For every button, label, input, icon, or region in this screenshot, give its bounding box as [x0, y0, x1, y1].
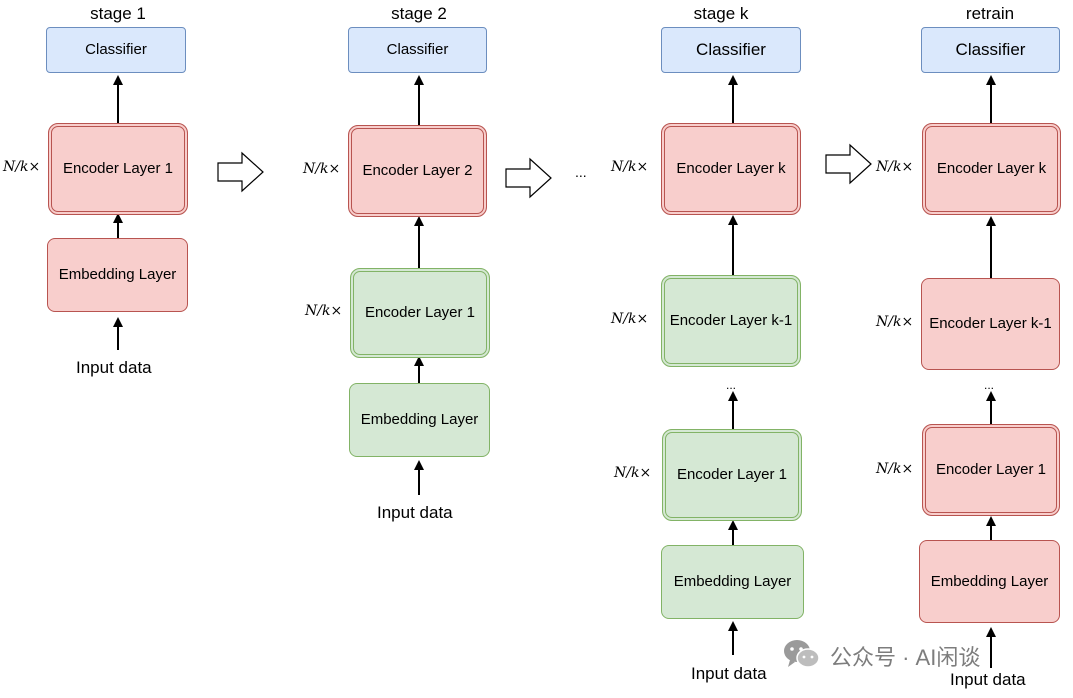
encoder-layer-2-stage-2: Encoder Layer 2	[348, 125, 487, 217]
encoder-layer-1-retrain: Encoder Layer 1	[922, 424, 1060, 516]
embedding-layer-stage-k: Embedding Layer	[661, 545, 804, 619]
retrain-title: retrain	[965, 4, 1015, 23]
wechat-icon	[784, 640, 820, 668]
classifier-stage-k: Classifier	[661, 27, 801, 73]
embedding-layer-stage-2: Embedding Layer	[349, 383, 490, 457]
encoder-layer-k-minus-1-stage-k: Encoder Layer k-1	[661, 275, 801, 367]
input-data-label: Input data	[377, 503, 453, 522]
encoder-layer-k-minus-1-retrain: Encoder Layer k-1	[921, 278, 1060, 370]
repeat-label: N/k×	[876, 314, 914, 330]
encoder-layer-k-stage-k: Encoder Layer k	[661, 123, 801, 215]
transition-arrow-1	[217, 151, 264, 193]
embedding-layer-retrain: Embedding Layer	[919, 540, 1060, 623]
encoder-layer-1-stage-k: Encoder Layer 1	[662, 429, 802, 521]
repeat-label: N/k×	[305, 303, 343, 319]
transition-arrow-2	[505, 157, 552, 199]
stage-2-title: stage 2	[391, 4, 447, 23]
repeat-label: N/k×	[614, 465, 652, 481]
stage-ellipsis: ...	[575, 164, 587, 180]
repeat-label: N/k×	[611, 311, 649, 327]
classifier-stage-1: Classifier	[46, 27, 186, 73]
encoder-layer-1-stage-2: Encoder Layer 1	[350, 268, 490, 358]
stage-1-title: stage 1	[90, 4, 146, 23]
repeat-label: N/k×	[876, 461, 914, 477]
input-data-label: Input data	[950, 670, 1026, 689]
repeat-label: N/k×	[303, 161, 341, 177]
transition-arrow-3	[825, 143, 872, 185]
repeat-label: N/k×	[876, 159, 914, 175]
classifier-stage-2: Classifier	[348, 27, 487, 73]
classifier-retrain: Classifier	[921, 27, 1060, 73]
stage-k-title: stage k	[693, 4, 749, 23]
layer-ellipsis: ...	[984, 378, 995, 392]
encoder-layer-1-stage-1: Encoder Layer 1	[48, 123, 188, 215]
embedding-layer-stage-1: Embedding Layer	[47, 238, 188, 312]
repeat-label: N/k×	[611, 159, 649, 175]
layer-ellipsis: ...	[726, 378, 737, 392]
repeat-label: N/k×	[3, 159, 41, 175]
watermark-text: 公众号 · AI闲谈	[830, 645, 981, 670]
input-data-label: Input data	[691, 664, 767, 683]
input-data-label: Input data	[76, 358, 152, 377]
encoder-layer-k-retrain: Encoder Layer k	[922, 123, 1061, 215]
